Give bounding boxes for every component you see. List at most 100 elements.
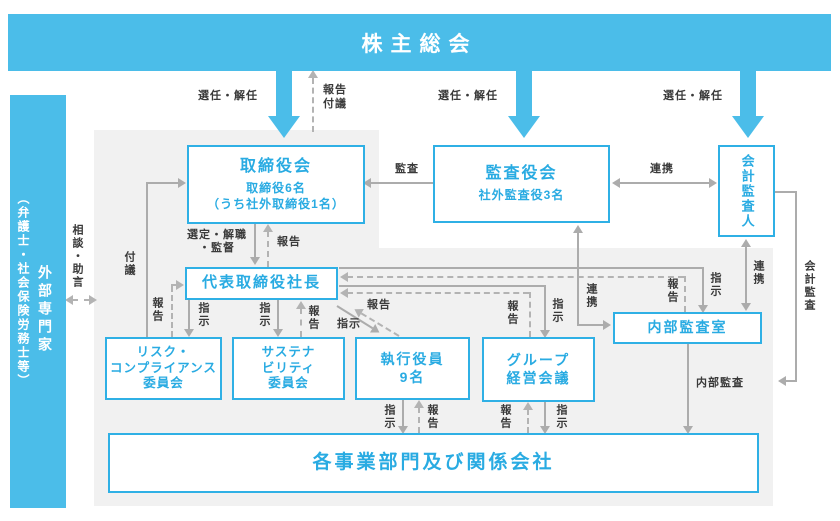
node-risk-compliance-committee: リスク・ コンプライアンス 委員会 — [105, 337, 222, 400]
edge-iao-instruct-arrow — [698, 305, 708, 313]
external-experts-bar: 外部専門家 （弁護士・社会保険労務士等） — [10, 95, 66, 508]
edge-int-audit-label: 内部監査 — [696, 377, 744, 389]
edge-iao-report-vline — [684, 276, 686, 312]
edge-iao-instruct-vline — [702, 267, 704, 306]
edge-group-div-instruct-line — [544, 402, 546, 427]
edge-appoint-dismiss-label-3: 選任・解任 — [663, 90, 723, 102]
edge-audit-label: 監査 — [395, 163, 419, 175]
edge-group-report-vline — [529, 292, 531, 337]
edge-group-report-label: 報告 — [506, 300, 518, 326]
edge-iao-instruct-hline — [339, 267, 704, 269]
edge-president-report-arrow — [263, 224, 273, 232]
edge-exec-report-label: 報告 — [367, 299, 391, 311]
edge-group-div-instruct-arrow — [540, 426, 550, 434]
edge-select-line — [254, 224, 256, 258]
edge-iao-report-label: 報告 — [666, 278, 678, 304]
edge-int-audit-line — [687, 344, 689, 427]
edge-risk-report-hline — [171, 284, 178, 286]
edge-report-submit-arrow — [308, 70, 318, 78]
edge-select-label: 選定・解職 ・監督 — [184, 229, 250, 255]
edge-coop-iao-label: 連携 — [585, 283, 597, 309]
risk-committee-title: リスク・ コンプライアンス 委員会 — [110, 345, 217, 391]
edge-sus-instruct-line — [277, 300, 279, 330]
edge-audit-arrow — [363, 178, 371, 188]
shareholders-meeting-title: 株主総会 — [361, 32, 478, 56]
edge-submit-arrow — [178, 178, 186, 188]
appoint-arrow-board-body — [276, 70, 292, 116]
node-board-of-directors: 取締役会 取締役6名 （うち社外取締役1名） — [187, 145, 365, 224]
edge-coop-vert-line — [745, 246, 747, 304]
node-executive-officers: 執行役員 9名 — [355, 337, 470, 400]
edge-group-instruct-hline — [339, 285, 546, 287]
edge-acc-audit-arrow — [778, 376, 786, 386]
edge-exec-div-report-label: 報告 — [426, 404, 438, 430]
audit-board-title: 監査役会 — [485, 165, 558, 183]
appoint-arrow-auditor-head — [732, 116, 764, 138]
external-experts-name: 外部専門家 — [37, 265, 53, 355]
edge-coop-iao-vline — [577, 232, 579, 326]
edge-coop-vert-arrow-up — [741, 239, 751, 247]
edge-sus-report-line — [300, 308, 302, 337]
president-title: 代表取締役社長 — [201, 274, 321, 292]
audit-board-subtitle: 社外監査役3名 — [478, 188, 565, 203]
edge-group-instruct-arrow — [540, 330, 550, 338]
accounting-auditor-title: 会計監査人 — [739, 153, 755, 229]
edge-group-report-hline — [347, 292, 529, 294]
edge-sus-instruct-label: 指示 — [258, 302, 270, 328]
edge-report-submit-line — [312, 78, 314, 132]
appoint-arrow-board-head — [268, 116, 300, 138]
node-business-divisions: 各事業部門及び関係会社 — [108, 433, 759, 493]
edge-president-report-label: 報告 — [277, 236, 301, 248]
edge-risk-report-label: 報告 — [151, 297, 163, 323]
edge-appoint-dismiss-label-1: 選任・解任 — [198, 90, 258, 102]
executive-officers-title: 執行役員 9名 — [380, 351, 445, 385]
edge-risk-report-arrow — [176, 280, 184, 290]
edge-submit-label: 付議 — [123, 251, 135, 277]
edge-consult-advise-arrow-right — [89, 295, 97, 305]
appoint-arrow-auditboard-head — [508, 116, 540, 138]
edge-iao-report-hline — [347, 276, 684, 278]
edge-exec-instruct-label: 指示 — [337, 318, 361, 330]
edge-group-instruct-vline — [544, 285, 546, 331]
node-accounting-auditor: 会計監査人 — [718, 145, 775, 237]
edge-coop-auditor-arrow-left — [612, 178, 620, 188]
external-experts-detail: （弁護士・社会保険労務士等） — [16, 192, 30, 388]
business-divisions-title: 各事業部門及び関係会社 — [312, 452, 555, 474]
edge-exec-div-report-line — [418, 407, 420, 433]
edge-coop-iao-arrow-up — [573, 225, 583, 233]
edge-president-report-line — [267, 231, 269, 267]
edge-coop-vert-label: 連携 — [752, 260, 764, 286]
edge-sus-report-label: 報告 — [307, 305, 319, 331]
edge-appoint-dismiss-label-2: 選任・解任 — [438, 90, 498, 102]
edge-sus-report-arrow — [296, 301, 306, 309]
edge-exec-div-instruct-line — [402, 400, 404, 427]
edge-consult-advise-arrow-left — [65, 295, 73, 305]
edge-acc-audit-hline1 — [775, 191, 797, 193]
internal-audit-office-title: 内部監査室 — [647, 319, 728, 336]
edge-exec-div-instruct-label: 指示 — [383, 404, 395, 430]
board-title: 取締役会 — [239, 157, 312, 175]
edge-int-audit-arrow — [683, 426, 693, 434]
edge-acc-audit-label: 会計監査 — [803, 260, 815, 312]
sustainability-committee-title: サステナ ビリティ 委員会 — [261, 345, 316, 391]
edge-select-arrow — [250, 257, 260, 265]
edge-group-report-arrow — [340, 288, 348, 298]
edge-sus-instruct-arrow — [273, 329, 283, 337]
edge-acc-audit-hline2 — [785, 380, 797, 382]
edge-submit-top-label: 付議 — [323, 98, 347, 110]
appoint-arrow-auditboard-body — [516, 70, 532, 116]
appoint-arrow-auditor-body — [740, 70, 756, 116]
edge-risk-instruct-line — [188, 300, 190, 330]
edge-group-div-report-arrow — [523, 402, 533, 410]
edge-exec-div-instruct-arrow — [398, 426, 408, 434]
edge-risk-report-vline — [171, 286, 173, 337]
shareholders-meeting-banner: 株主総会 — [8, 14, 831, 71]
node-internal-audit-office: 内部監査室 — [613, 312, 762, 344]
edge-risk-instruct-label: 指示 — [197, 302, 209, 328]
edge-group-div-instruct-label: 指示 — [555, 404, 567, 430]
edge-exec-div-report-arrow — [414, 400, 424, 408]
node-president: 代表取締役社長 — [185, 267, 338, 300]
edge-risk-instruct-arrow — [184, 329, 194, 337]
edge-coop-auditor-arrow-right — [709, 178, 717, 188]
edge-group-div-report-label: 報告 — [499, 404, 511, 430]
